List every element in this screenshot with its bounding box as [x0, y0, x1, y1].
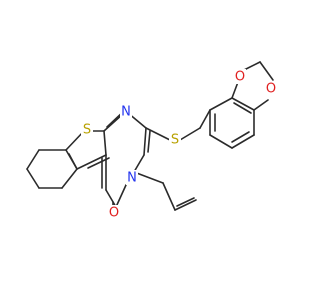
atom-label-n-ring: N — [126, 170, 138, 186]
bond — [103, 130, 107, 156]
bond — [259, 61, 274, 81]
bond — [133, 154, 145, 173]
atom-label-s-thiophene: S — [81, 122, 93, 138]
bond — [231, 81, 239, 99]
bond — [61, 168, 78, 189]
molecule-structure: S N S N O O O — [26, 61, 277, 221]
atom-label-o-dioxole-top: O — [234, 69, 246, 85]
bond — [162, 182, 176, 211]
bond — [105, 189, 117, 208]
bond — [209, 134, 233, 149]
bond — [199, 109, 211, 129]
atom-s-thiophene: S — [83, 123, 91, 138]
atom-label-n-upper: N — [120, 104, 132, 120]
bond — [209, 97, 233, 111]
thioether-linker — [145, 109, 211, 141]
atom-n-ring: N — [127, 171, 137, 186]
dioxole-ring — [231, 61, 274, 111]
bond — [145, 127, 171, 141]
atom-o-carbonyl: O — [109, 206, 119, 221]
bond — [179, 127, 201, 141]
atom-o-dioxole-right: O — [266, 82, 276, 97]
atom-label-s-thioether: S — [169, 132, 181, 148]
pyrimidinone-ring — [101, 110, 151, 208]
allyl-group — [133, 171, 197, 211]
bond — [26, 168, 40, 189]
bond — [115, 184, 127, 208]
cyclohexane-ring — [26, 149, 78, 189]
bond-double — [147, 130, 151, 153]
bond — [243, 61, 261, 71]
atom-label-o-carbonyl: O — [108, 205, 120, 221]
bond — [76, 154, 107, 170]
benzene-ring — [209, 97, 255, 149]
bond-double — [233, 102, 252, 114]
bond-double — [176, 197, 195, 207]
molecule-diagram: S N S N O O O — [26, 61, 277, 221]
atom-o-dioxole-top: O — [235, 70, 245, 85]
atom-n-upper: N — [121, 105, 131, 120]
atom-label-o-dioxole-right: O — [265, 81, 277, 97]
bond-double — [231, 131, 250, 143]
bond — [231, 134, 255, 149]
bond — [253, 99, 269, 111]
bond — [26, 149, 40, 170]
bond — [133, 171, 164, 184]
bond — [174, 199, 197, 211]
bond — [231, 97, 255, 111]
atom-s-thioether: S — [171, 133, 179, 148]
bond — [65, 149, 78, 170]
bond — [143, 127, 147, 156]
